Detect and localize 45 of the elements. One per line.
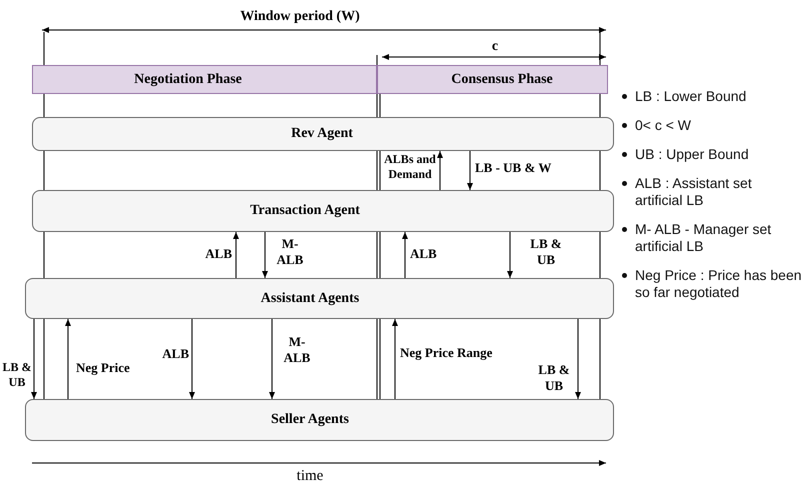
dimension-label: c <box>490 38 500 56</box>
edge-label: LB - UB & W <box>475 160 552 176</box>
note-text: UB : Upper Bound <box>635 146 749 163</box>
edge-label: M- ALB <box>282 334 312 366</box>
node-label: Assistant Agents <box>260 292 360 306</box>
arrow <box>467 150 473 190</box>
arrow <box>575 318 581 400</box>
edge-label: Neg Price <box>76 360 131 376</box>
arrow <box>31 318 37 400</box>
note-text: ALB : Assistant set artificial LB <box>635 175 753 209</box>
arrow <box>269 318 275 400</box>
axis-label: time <box>296 467 324 486</box>
arrow <box>262 232 268 278</box>
node-label: Negotiation Phase <box>134 72 242 86</box>
node-label: Seller Agents <box>271 413 349 427</box>
agent-box <box>32 117 614 151</box>
arrow <box>402 232 408 278</box>
note-text: 0< c < W <box>635 117 692 134</box>
arrow <box>65 318 71 400</box>
dimension-label: Window period (W) <box>239 8 361 26</box>
edge-label: ALB <box>161 346 189 362</box>
edge-label: ALB <box>410 246 438 262</box>
agent-box <box>25 399 614 441</box>
edge-label: LB & UB <box>537 362 571 394</box>
edge-label: Neg Price Range <box>400 345 494 362</box>
phase-bar <box>32 65 377 94</box>
arrow <box>392 318 398 400</box>
edge-label: LB & UB <box>529 236 563 268</box>
note-text: M- ALB - Manager set artificial LB <box>635 221 772 255</box>
arrow <box>507 232 513 278</box>
edge-label: M- ALB <box>276 236 304 268</box>
arrow <box>233 232 239 278</box>
note-text: LB : Lower Bound <box>635 88 746 105</box>
arrow <box>189 318 195 400</box>
agent-box <box>25 278 614 319</box>
arrow <box>437 150 443 190</box>
node-label: Rev Agent <box>291 127 353 141</box>
agent-box <box>32 190 614 232</box>
note-text: Neg Price : Price has been so far negotiated <box>635 267 802 301</box>
node-label: Consensus Phase <box>451 72 553 86</box>
phase-bar <box>377 65 608 94</box>
edge-label: ALBs and Demand <box>383 152 437 182</box>
edge-label: LB & UB <box>2 360 32 390</box>
edge-label: ALB <box>204 246 232 262</box>
node-label: Transaction Agent <box>250 204 360 218</box>
